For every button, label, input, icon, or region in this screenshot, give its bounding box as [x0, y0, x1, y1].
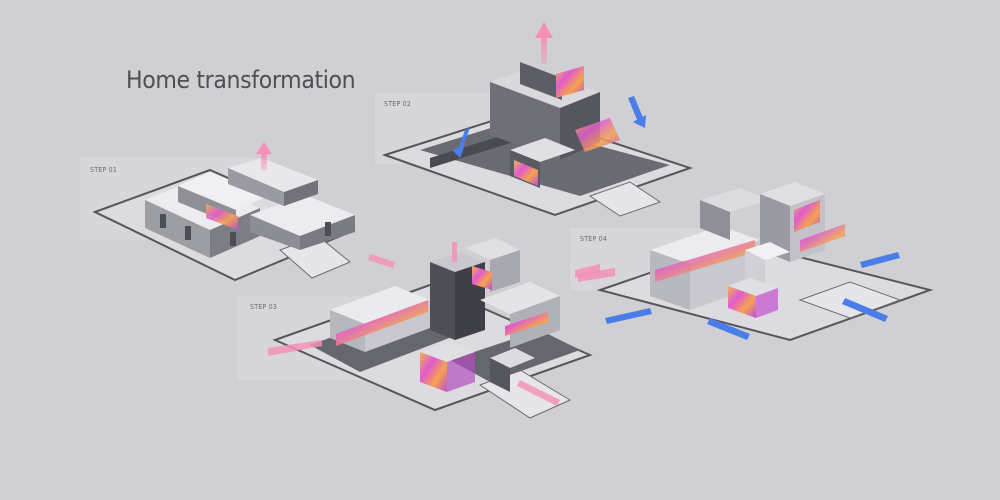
step-03-label: STEP 03 [250, 303, 278, 311]
step-01-model [92, 142, 355, 282]
pink-arrow-icon [578, 268, 615, 282]
step-02-model [381, 22, 694, 217]
page-title: Home transformation [126, 66, 356, 94]
blue-arrow-icon [707, 318, 750, 340]
blue-arrow-icon [605, 308, 652, 324]
pink-arrow-icon [541, 36, 547, 64]
pink-arrow-icon [261, 152, 267, 170]
pink-arrow-icon [268, 340, 322, 356]
step-02-label: STEP 02 [384, 100, 412, 108]
step-01-label: STEP 01 [90, 166, 118, 174]
step-04-model [578, 182, 934, 342]
blue-arrow-icon [842, 298, 888, 322]
blue-arrow-icon [628, 96, 644, 122]
blue-arrow-icon [457, 128, 470, 152]
blue-arrow-icon [860, 252, 900, 268]
pink-arrow-icon [517, 380, 560, 406]
step-03-model [268, 238, 600, 419]
step-04-label: STEP 04 [580, 235, 608, 243]
pink-arrow-icon [368, 254, 395, 268]
pink-arrow-icon [452, 242, 457, 262]
